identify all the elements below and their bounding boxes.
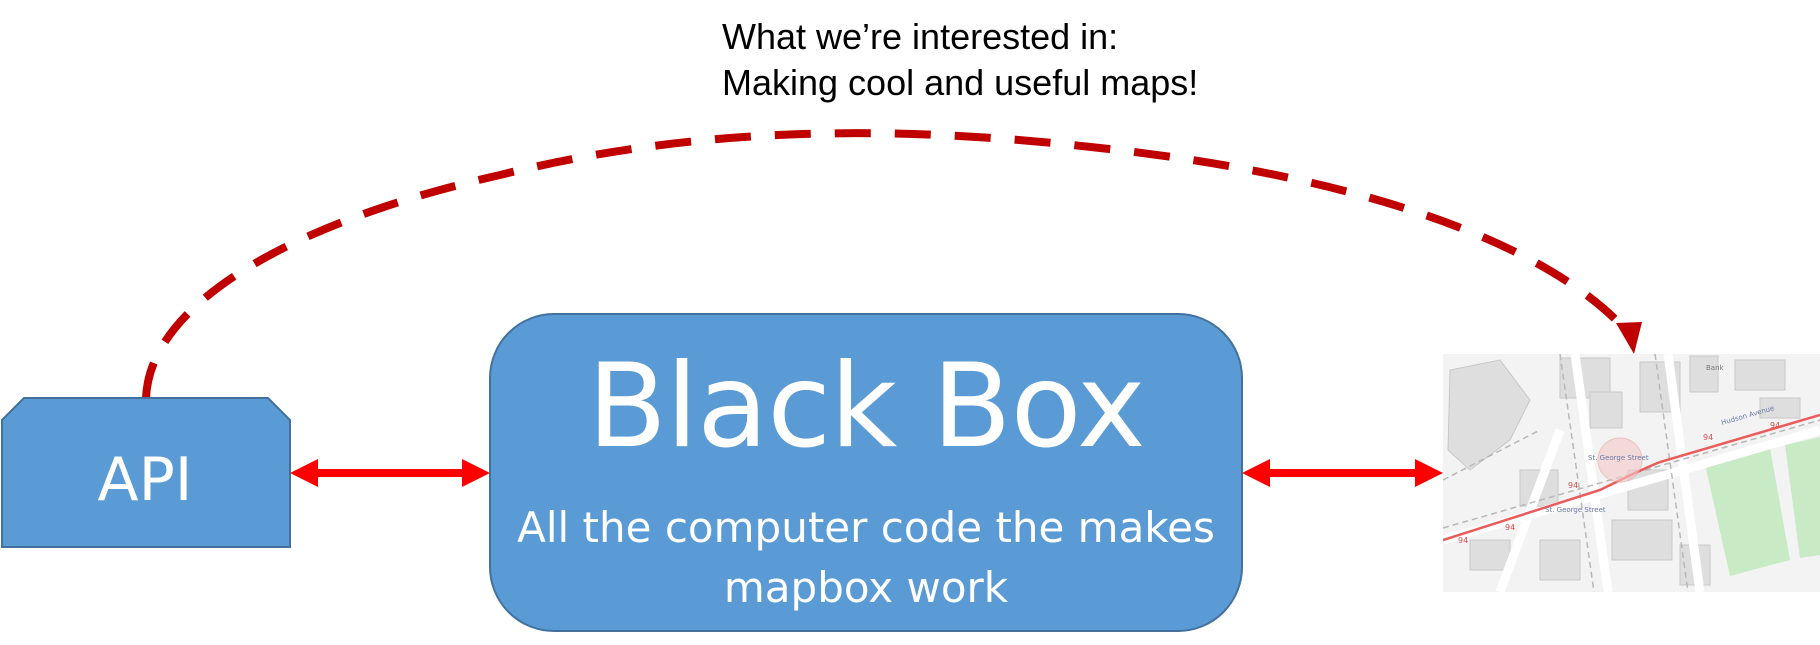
api-shape — [1, 397, 291, 548]
caption-line-2: Making cool and useful maps! — [722, 62, 1199, 103]
map-route-number: 94 — [1458, 536, 1468, 545]
map-route-number: 94 — [1568, 481, 1578, 490]
map-buildings — [1447, 355, 1801, 586]
blackbox-map-double-arrow — [1242, 459, 1443, 487]
black-box-subtitle: All the computer code the makes mapbox w… — [517, 503, 1215, 612]
map-street-label: St. George Street — [1588, 454, 1649, 462]
arc-arrowhead-icon — [1616, 322, 1642, 354]
map-route-number: 94 — [1703, 433, 1713, 442]
black-box-title: Black Box — [587, 339, 1145, 474]
dashed-arc-connector — [142, 129, 1642, 399]
map-route-number: 94 — [1505, 523, 1515, 532]
map-street-label: St. George Street — [1545, 506, 1606, 514]
caption-line-1: What we’re interested in: — [722, 16, 1119, 57]
caption: What we’re interested in: Making cool an… — [722, 14, 1198, 106]
map-park-area — [1705, 448, 1790, 576]
map-route-number: 94 — [1770, 421, 1780, 430]
black-box-shape — [489, 313, 1243, 632]
map-image: St. George Street St. George Street Huds… — [1443, 354, 1820, 592]
api-blackbox-double-arrow — [290, 459, 490, 487]
map-street-label: Bank — [1706, 364, 1725, 372]
api-label: API — [97, 445, 193, 515]
